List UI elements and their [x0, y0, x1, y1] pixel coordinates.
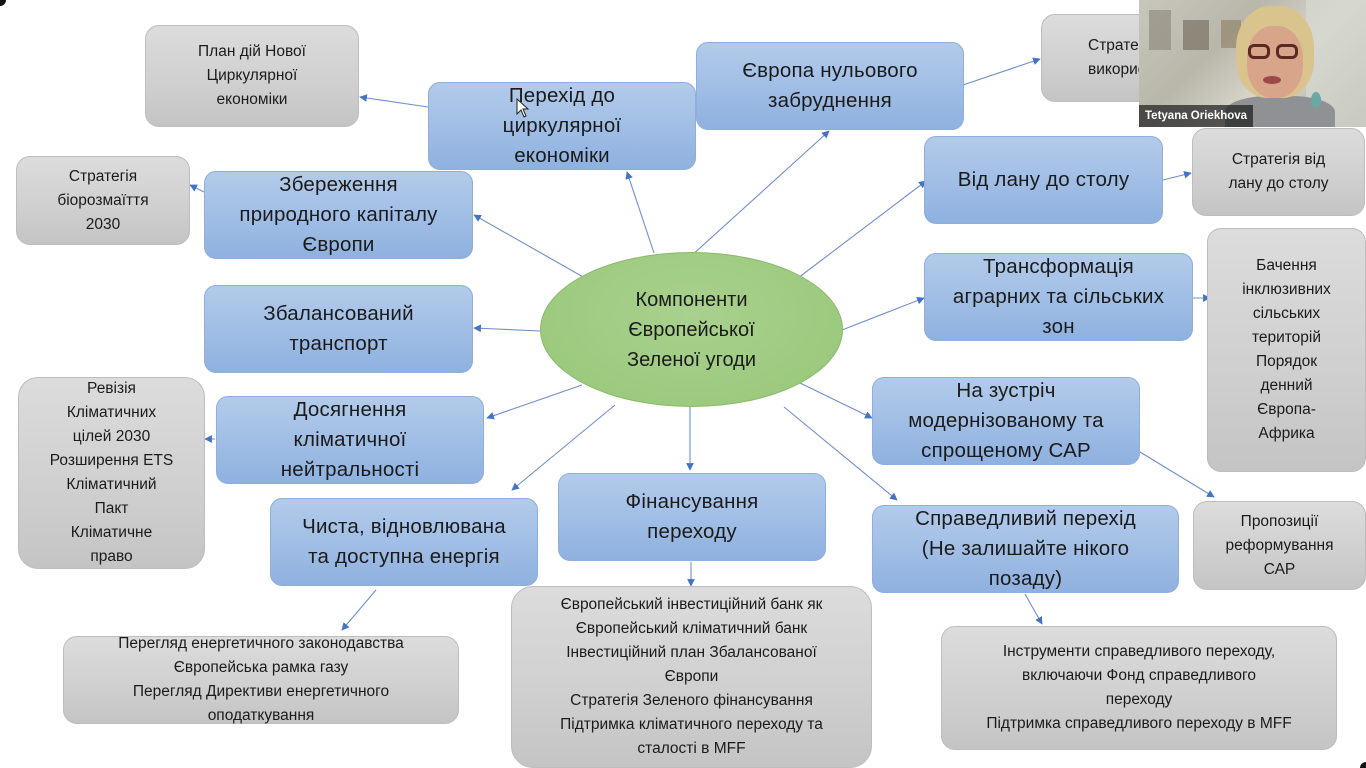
participant-video: [1248, 44, 1270, 59]
component-climate-neutrality: Досягнення кліматичної нейтральності: [216, 396, 484, 484]
component-circular-economy: Перехід до циркулярної економіки: [428, 82, 696, 170]
detail-rural-vision: Бачення інклюзивних сільських територій …: [1207, 228, 1366, 472]
detail-circular-action-plan: План дій Нової Циркулярної економіки: [145, 25, 359, 127]
participant-video: [1247, 26, 1303, 98]
arrow-center-to-farm-to-fork: [797, 180, 927, 279]
participant-video: [1263, 76, 1281, 84]
component-financing: Фінансування переходу: [558, 473, 826, 561]
detail-cap-reform: Пропозиції реформування САР: [1193, 501, 1366, 590]
arrow-cap-to-reform: [1139, 451, 1215, 498]
arrow-center-to-energy: [511, 404, 616, 491]
arrow-center-to-cap: [799, 382, 873, 419]
arrow-center-to-transport: [473, 324, 541, 333]
participant-name: Tetyana Oriekhova: [1139, 105, 1254, 127]
detail-climate: Ревізія Кліматичних цілей 2030 Розширенн…: [18, 377, 205, 569]
component-natural-capital: Збереження природного капіталу Європи: [204, 171, 473, 259]
component-just-transition: Справедливий перехід (Не залишайте ніког…: [872, 505, 1179, 593]
detail-energy: Перегляд енергетичного законодавства Євр…: [63, 635, 459, 724]
detail-financing: Європейський інвестиційний банк як Європ…: [511, 586, 872, 768]
component-cap: На зустріч модернізованому та спрощеному…: [872, 377, 1140, 465]
arrow-center-to-biodiversity: [473, 214, 586, 279]
video-call-tile[interactable]: Tetyana Oriekhova: [1139, 0, 1366, 127]
detail-just-transition-tools: Інструменти справедливого переходу, вклю…: [941, 626, 1337, 750]
component-rural-transformation: Трансформація аграрних та сільських зон: [924, 253, 1193, 341]
video-background: [1183, 20, 1209, 50]
arrow-center-to-circular: [625, 171, 655, 254]
arrow-energy-to-details: [341, 589, 377, 631]
arrow-biodiversity-to-strategy: [189, 184, 205, 193]
arrow-center-to-zero-pollution: [689, 130, 830, 258]
arrow-farm-to-fork-to-strategy: [1162, 170, 1192, 181]
participant-video: [1276, 44, 1298, 59]
arrow-just-transition-to-tools: [1024, 593, 1043, 625]
detail-biodiversity-strategy: Стратегія біорозмаїття 2030: [16, 156, 190, 245]
component-zero-pollution: Європа нульового забруднення: [696, 42, 964, 130]
component-clean-energy: Чиста, відновлювана та доступна енергія: [270, 498, 538, 586]
participant-video: [1311, 92, 1321, 108]
arrow-center-to-climate: [486, 384, 583, 420]
arrow-circular-to-plan: [359, 94, 429, 108]
screen-corner: [1360, 762, 1366, 768]
video-background: [1149, 10, 1171, 50]
component-sustainable-transport: Збалансований транспорт: [204, 285, 473, 373]
arrow-center-to-rural: [841, 296, 925, 331]
arrow-center-to-just-transition: [783, 406, 898, 501]
detail-farm-to-fork-strategy: Стратегія від лану до столу: [1192, 128, 1365, 216]
mouse-cursor-icon: [516, 98, 530, 118]
component-farm-to-fork: Від лану до столу: [924, 136, 1163, 224]
arrow-zero-pollution-to-strategy: [962, 57, 1041, 86]
screen-corner: [0, 0, 6, 6]
central-topic: Компоненти Європейської Зеленої угоди: [540, 252, 843, 407]
